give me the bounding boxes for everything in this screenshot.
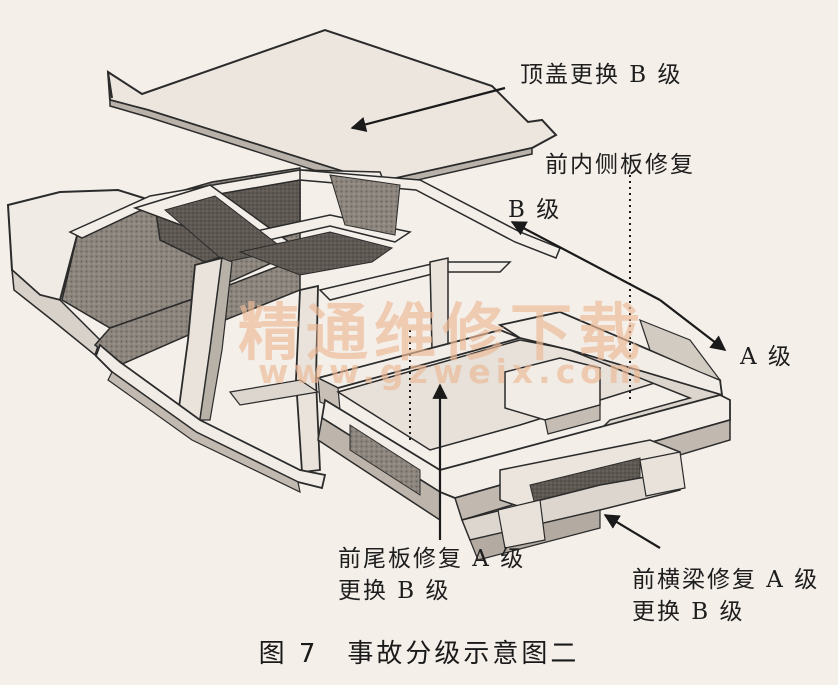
side-sill: [94, 343, 327, 494]
figure-caption: 图 7 事故分级示意图二: [258, 639, 580, 669]
label-inner-panel: 前内侧板修复: [545, 152, 695, 178]
label-crossbeam-line2: 更换 B 级: [632, 599, 745, 625]
arrow-grade-a: [659, 299, 727, 351]
label-roof: 顶盖更换 B 级: [520, 62, 683, 88]
reference-lines: [409, 175, 631, 440]
label-grade-a: A 级: [740, 344, 793, 370]
arrow-roof: [350, 86, 506, 132]
label-grade-b: B 级: [508, 197, 562, 223]
label-tail-panel-line1: 前尾板修复 A 级: [338, 546, 526, 572]
arrow-crossbeam: [603, 514, 661, 549]
arrow-grade-b: [510, 221, 661, 301]
roof-panel: [106, 28, 558, 194]
label-crossbeam-line1: 前横梁修复 A 级: [632, 567, 820, 593]
watermark-url: www.gzweix.com: [258, 352, 648, 391]
watermark-cn: 精通维修下载: [238, 296, 647, 369]
leader-arrows: [350, 86, 727, 549]
roof-frame: [68, 169, 561, 301]
label-tail-panel-line2: 更换 B 级: [338, 578, 451, 604]
front-structure: [315, 311, 731, 561]
